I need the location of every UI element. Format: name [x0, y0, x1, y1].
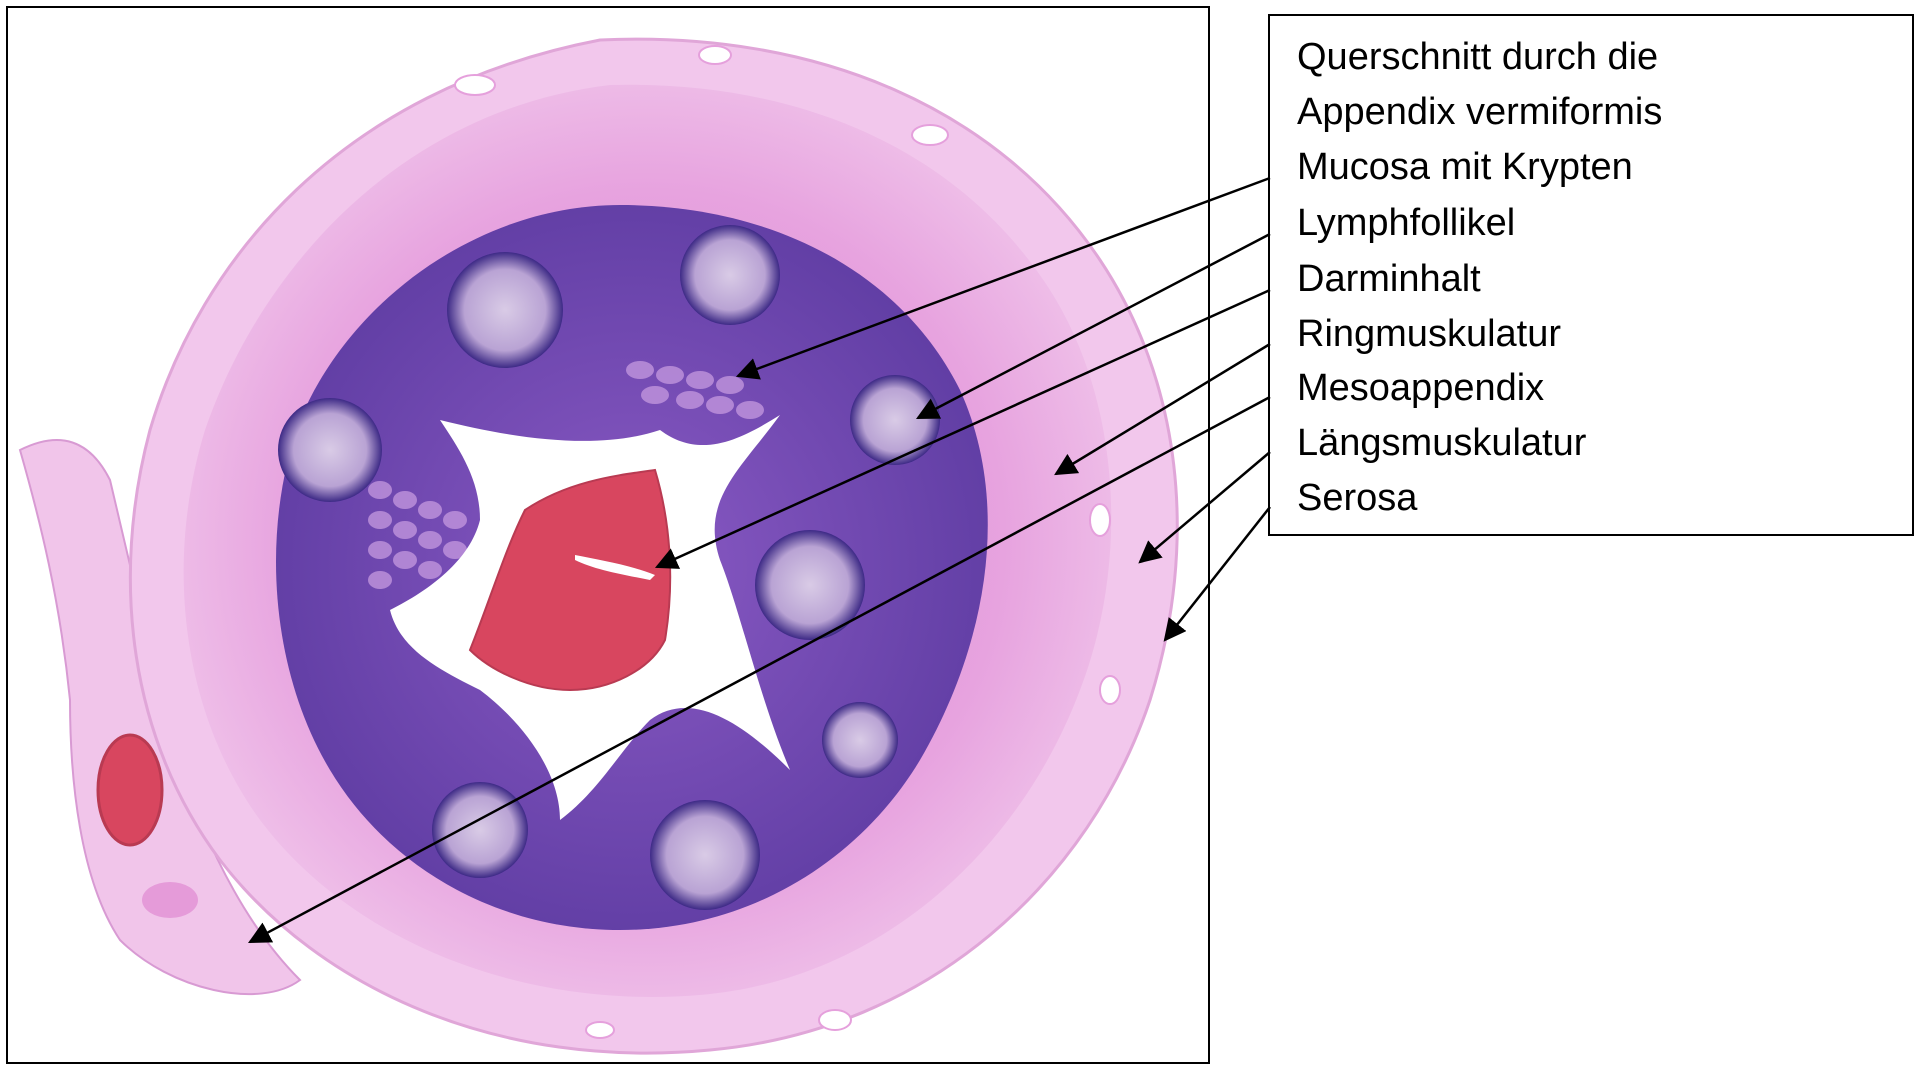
leader-lymphfollikel	[916, 232, 1271, 420]
label-ringmuskulatur: Ringmuskulatur	[1297, 313, 1561, 355]
mesoappendix-vessel-2	[142, 882, 198, 918]
leader-mesoappendix	[248, 395, 1271, 944]
leader-ringmuskulatur	[1054, 342, 1271, 476]
label-serosa: Serosa	[1297, 477, 1418, 519]
label-lymphfollikel: Lymphfollikel	[1297, 202, 1516, 244]
label-darminhalt: Darminhalt	[1297, 258, 1481, 300]
label-mesoappendix: Mesoappendix	[1297, 367, 1545, 409]
intestinal-content	[468, 468, 672, 692]
crypt-texture	[368, 361, 764, 589]
content-cleft	[575, 555, 655, 580]
leader-lines	[248, 176, 1271, 944]
label-box	[1268, 14, 1914, 536]
mesoappendix-vessel	[96, 733, 164, 847]
label-laengsmuskulatur: Längsmuskulatur	[1297, 422, 1587, 464]
figure-title-line-1: Querschnitt durch die	[1297, 36, 1659, 78]
figure-title-line-2: Appendix vermiformis	[1297, 91, 1663, 133]
lymph-follicles	[278, 225, 940, 910]
leader-laengsmuskulatur	[1138, 451, 1271, 564]
leader-serosa	[1163, 506, 1271, 642]
serosa-vessels	[454, 45, 1121, 1039]
leader-darminhalt	[654, 288, 1271, 569]
label-mucosa: Mucosa mit Krypten	[1297, 146, 1633, 188]
leader-mucosa	[735, 176, 1271, 380]
